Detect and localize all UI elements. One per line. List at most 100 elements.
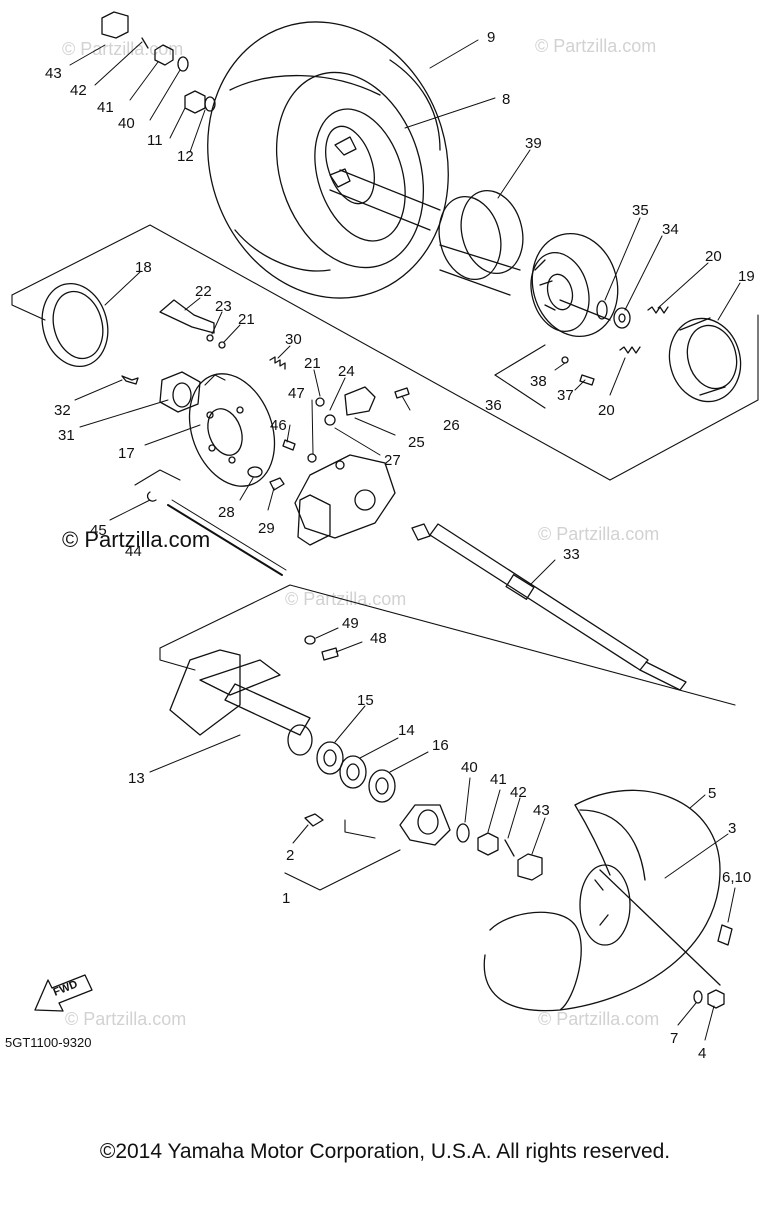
watermark: © Partzilla.com <box>285 589 406 609</box>
callout: 40 <box>118 115 135 132</box>
final-drive-housing <box>294 454 396 546</box>
callout: 29 <box>258 520 275 537</box>
callout: 43 <box>533 802 550 819</box>
callout: 21 <box>238 311 255 328</box>
drum-sleeve <box>438 189 524 296</box>
clip <box>146 491 157 502</box>
washer <box>693 990 703 1004</box>
washer <box>307 453 317 463</box>
nut <box>477 832 499 856</box>
washer <box>218 341 226 349</box>
wheel-rim-upper <box>325 125 441 231</box>
callout: 22 <box>195 283 212 300</box>
callout: 18 <box>135 259 152 276</box>
callout: 17 <box>118 445 135 462</box>
diagram-code: 5GT1100-9320 <box>5 1035 92 1050</box>
brake-spring <box>619 346 641 354</box>
bolt <box>269 477 285 491</box>
callout: 12 <box>177 148 194 165</box>
bearing <box>339 755 367 789</box>
callout: 38 <box>530 373 547 390</box>
callout: 41 <box>97 99 114 116</box>
callout: 23 <box>215 298 232 315</box>
callout: 6,10 <box>722 869 751 886</box>
callout: 7 <box>670 1030 678 1047</box>
callout: 13 <box>128 770 145 787</box>
callout: 35 <box>632 202 649 219</box>
callout: 40 <box>461 759 478 776</box>
callout: 20 <box>598 402 615 419</box>
nut <box>154 44 174 66</box>
callout: 34 <box>662 221 679 238</box>
callout: 45 <box>90 522 107 539</box>
nut <box>324 414 336 426</box>
assembly-outlines <box>11 224 759 891</box>
watermark: © Partzilla.com <box>535 36 656 56</box>
brake-drum <box>530 232 619 338</box>
pin <box>167 504 283 576</box>
callout: 26 <box>443 417 460 434</box>
callout: 9 <box>487 29 495 46</box>
wheel-hub <box>399 804 451 846</box>
valve-stem <box>717 924 733 946</box>
callout: 42 <box>510 784 527 801</box>
fwd-arrow-icon: FWD <box>34 974 93 1012</box>
callout: 47 <box>288 385 305 402</box>
callouts: 43 42 41 40 11 12 9 8 39 35 34 20 19 18 … <box>5 29 755 1062</box>
brake-lever <box>344 386 376 416</box>
callout: 25 <box>408 434 425 451</box>
callout: 33 <box>563 546 580 563</box>
nut <box>707 989 725 1009</box>
bolt <box>304 813 324 827</box>
small-ring <box>561 356 569 364</box>
callout: 44 <box>125 543 142 560</box>
leader-lines <box>69 39 741 1041</box>
callout: 31 <box>58 427 75 444</box>
callout: 37 <box>557 387 574 404</box>
callout: 8 <box>502 91 510 108</box>
callout: 24 <box>338 363 355 380</box>
callout: 41 <box>490 771 507 788</box>
callout: 46 <box>270 417 287 434</box>
watermark: © Partzilla.com <box>538 1009 659 1029</box>
callout: 1 <box>282 890 290 907</box>
callout: 11 <box>147 132 163 149</box>
bolt <box>394 387 410 399</box>
spring <box>269 356 286 370</box>
callout: 49 <box>342 615 359 632</box>
bolt <box>282 439 296 451</box>
cotter-pin <box>504 839 515 857</box>
callout: 20 <box>705 248 722 265</box>
washer <box>304 635 316 645</box>
washer <box>315 397 325 407</box>
callout: 3 <box>728 820 736 837</box>
washer <box>206 334 214 342</box>
watermark: © Partzilla.com <box>538 524 659 544</box>
watermark-group: © Partzilla.com © Partzilla.com © Partzi… <box>62 36 659 1029</box>
bolt <box>579 374 595 386</box>
callout: 2 <box>286 847 294 864</box>
copyright-notice: ©2014 Yamaha Motor Corporation, U.S.A. A… <box>99 1140 671 1163</box>
rear-tire-lower <box>483 789 721 1012</box>
callout: 39 <box>525 135 542 152</box>
washer <box>456 823 470 843</box>
callout: 27 <box>384 452 401 469</box>
callout: 14 <box>398 722 415 739</box>
bearing <box>368 769 396 803</box>
callout: 36 <box>485 397 502 414</box>
rear-axle <box>411 523 687 691</box>
brake-panel <box>188 373 276 487</box>
axle-housing <box>169 649 313 756</box>
cotter-pin <box>141 37 149 49</box>
watermark-dark: © Partzilla.com <box>62 527 210 552</box>
brake-spring <box>647 306 669 314</box>
watermark: © Partzilla.com <box>65 1009 186 1029</box>
washer <box>247 466 263 478</box>
callout: 16 <box>432 737 449 754</box>
brake-cam <box>159 299 215 334</box>
wheel-rim-lower <box>579 864 721 986</box>
callout: 32 <box>54 402 71 419</box>
rear-tire-upper <box>207 21 449 299</box>
watermark: © Partzilla.com <box>62 39 183 59</box>
